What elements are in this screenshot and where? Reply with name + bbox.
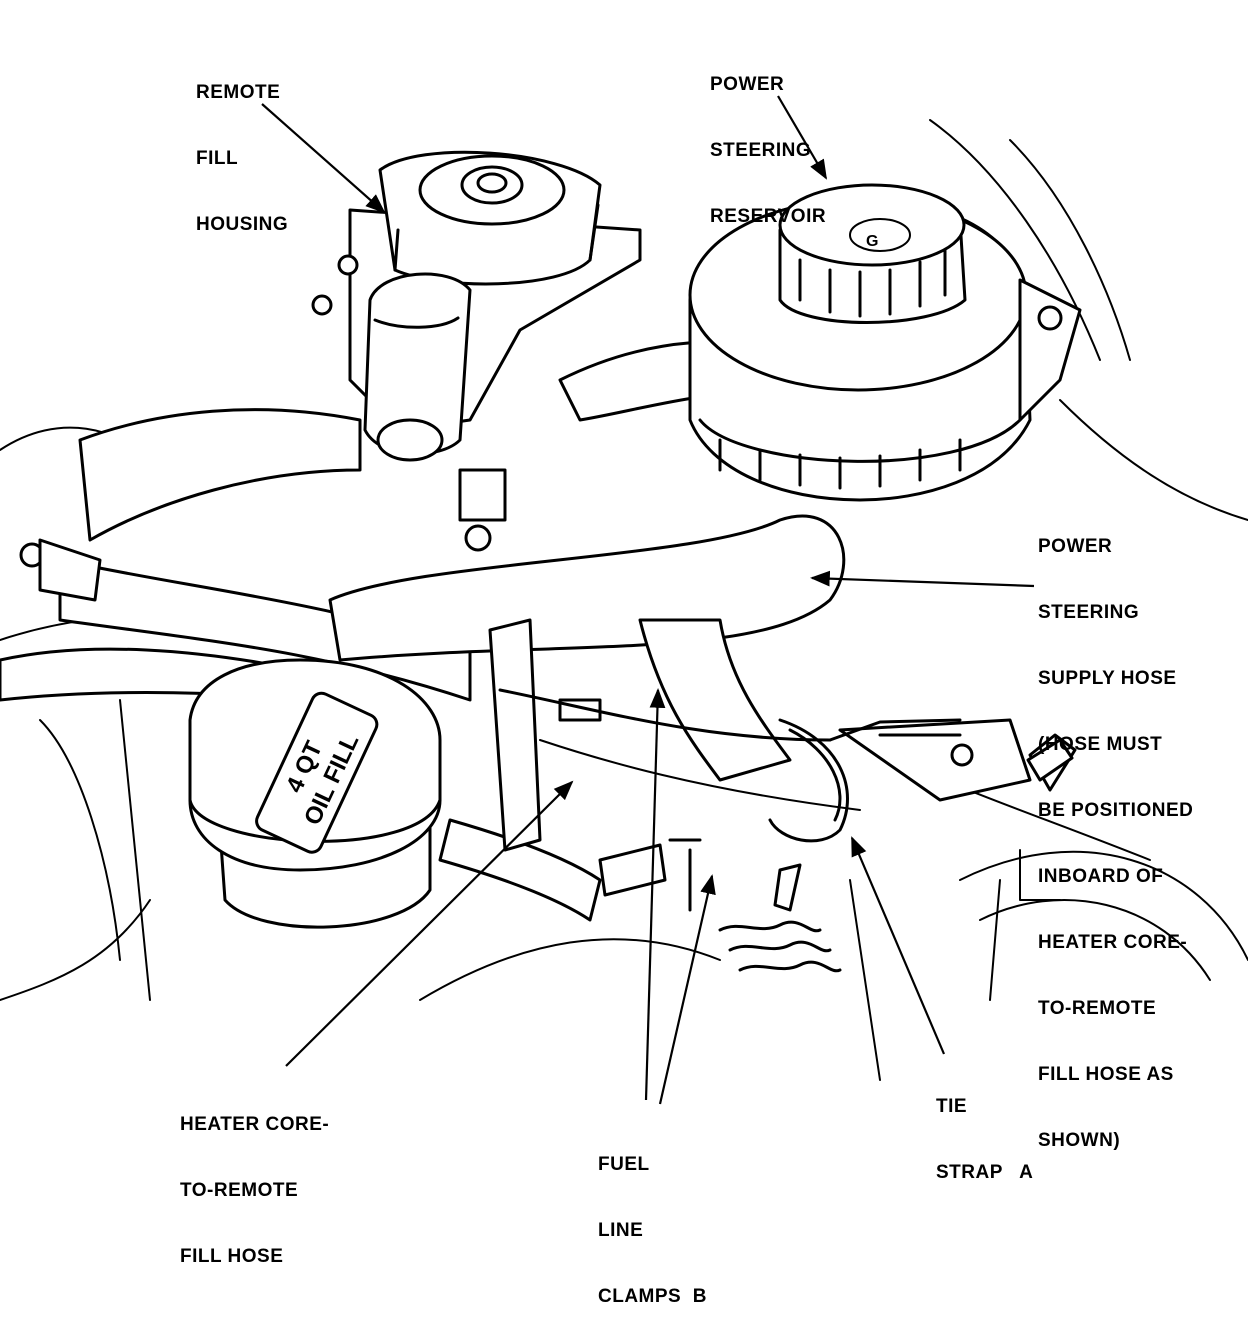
label-remote-fill-housing: REMOTE FILL HOUSING — [196, 82, 289, 235]
bracket — [488, 618, 1077, 852]
label-power-steering-reservoir: POWER STEERING RESERVOIR — [710, 74, 827, 227]
bolts — [19, 254, 1074, 782]
heater-core-hose — [0, 408, 602, 922]
reservoir-cap-mark: G — [866, 233, 878, 250]
label-heater-core-hose: HEATER CORE- TO-REMOTE FILL HOSE — [180, 1114, 330, 1267]
label-fuel-line-clamps: FUEL LINE CLAMPS B — [598, 1154, 707, 1307]
oil-fill-cap: 4 QT OIL FILL — [188, 658, 442, 929]
remote-fill-housing — [348, 150, 642, 462]
fuel-line-clamps — [598, 838, 842, 973]
engine-diagram: G 4 QT OIL FILL — [0, 95, 1248, 1105]
label-power-steering-supply-hose: POWER STEERING SUPPLY HOSE (HOSE MUST BE… — [1038, 536, 1194, 1151]
tie-strap — [768, 718, 849, 912]
label-tie-strap: TIE STRAP A — [936, 1096, 1034, 1183]
power-steering-supply-hose — [328, 340, 846, 782]
leader-lines — [261, 95, 1035, 1105]
power-steering-reservoir: G — [688, 183, 1082, 502]
throttle-cable — [498, 688, 962, 742]
